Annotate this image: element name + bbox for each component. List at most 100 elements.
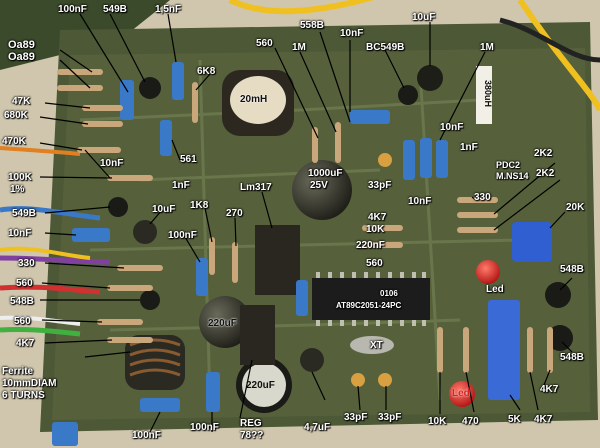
label-10uf-top: 10uF bbox=[412, 12, 436, 23]
label-100nf-mid: 100nF bbox=[168, 230, 197, 241]
transistor-549b-top bbox=[139, 77, 161, 99]
label-oa89-2: Oa89 bbox=[8, 51, 35, 63]
label-10uf-mid: 10uF bbox=[152, 204, 176, 215]
label-33pf-b2: 33pF bbox=[378, 412, 402, 423]
label-1k8: 1K8 bbox=[190, 200, 209, 211]
label-reg-1: REG bbox=[240, 418, 262, 429]
label-560-top: 560 bbox=[256, 38, 273, 49]
label-ferrite-1: Ferrite bbox=[2, 366, 34, 377]
transistor-548b-right2 bbox=[547, 325, 573, 351]
trimmer-20k bbox=[512, 222, 552, 262]
label-led-top: Led bbox=[486, 284, 504, 295]
label-470k: 470K bbox=[2, 136, 26, 147]
label-560-l2: 560 bbox=[14, 316, 31, 327]
label-10nf-l2: 10nF bbox=[8, 228, 32, 239]
microcontroller-chip bbox=[312, 272, 430, 326]
lm317-regulator bbox=[255, 225, 300, 295]
label-560-l: 560 bbox=[16, 278, 33, 289]
label-10nf-tr: 10nF bbox=[340, 28, 364, 39]
label-10nf-r2: 10nF bbox=[408, 196, 432, 207]
purple-wire-left bbox=[0, 255, 111, 265]
yellow-wire-right bbox=[517, 0, 600, 112]
label-4-7uf: 4,7uF bbox=[304, 422, 331, 433]
label-20mh: 20mH bbox=[240, 94, 268, 105]
label-led-bottom: Led bbox=[452, 388, 470, 399]
label-548b-r2: 548B bbox=[560, 352, 584, 363]
label-1m-b: 1M bbox=[480, 42, 494, 53]
label-5k: 5K bbox=[508, 414, 521, 425]
label-100nf-top: 100nF bbox=[58, 4, 87, 15]
label-100nf-bm: 100nF bbox=[190, 422, 219, 433]
label-548b-r1: 548B bbox=[560, 264, 584, 275]
label-100k: 100K bbox=[8, 172, 32, 183]
blue-wire-left bbox=[0, 206, 101, 221]
transistor-549b-left bbox=[108, 197, 128, 217]
label-330-r: 330 bbox=[474, 192, 491, 203]
label-220nf: 220nF bbox=[356, 240, 385, 251]
label-pcb-code-2: M.NS14 bbox=[496, 171, 529, 181]
label-1pct: 1% bbox=[10, 184, 25, 195]
cap-220uf-a bbox=[199, 296, 251, 348]
label-549b-top: 549B bbox=[103, 4, 127, 15]
label-xt: XT bbox=[370, 340, 383, 351]
label-4k7-mid: 4K7 bbox=[368, 212, 387, 223]
label-6k8: 6K8 bbox=[197, 66, 216, 77]
label-hand-note: 380uH bbox=[483, 79, 494, 108]
label-10k-mid: 10K bbox=[366, 224, 385, 235]
ferrite-coil bbox=[125, 335, 185, 390]
green-wire-left bbox=[0, 326, 81, 337]
reg-78xx bbox=[240, 305, 275, 365]
label-2k2-a: 2K2 bbox=[534, 148, 553, 159]
cap-10uf-mid bbox=[133, 220, 157, 244]
label-1m-a: 1M bbox=[292, 42, 306, 53]
label-10k-b: 10K bbox=[428, 416, 447, 427]
label-pcb-code-1: PDC2 bbox=[496, 160, 521, 170]
label-33pf-mid: 33pF bbox=[368, 180, 392, 191]
label-560-mid: 560 bbox=[366, 258, 383, 269]
label-4k7-l: 4K7 bbox=[16, 338, 35, 349]
label-chip-1: AT89C2051-24PC bbox=[336, 301, 402, 310]
label-4k7-b1: 4K7 bbox=[540, 384, 559, 395]
inductor-20mh bbox=[222, 70, 294, 136]
red-wire-left bbox=[0, 284, 101, 295]
cap-47uf bbox=[300, 348, 324, 372]
transistor-548b-left bbox=[140, 290, 160, 310]
label-47k: 47K bbox=[12, 96, 31, 107]
cap-1000uf bbox=[292, 160, 352, 220]
label-10nf-r1: 10nF bbox=[440, 122, 464, 133]
ceramic-caps bbox=[351, 153, 392, 387]
yellow-wire-top bbox=[228, 0, 374, 15]
label-20k: 20K bbox=[566, 202, 585, 213]
label-1nf-l: 1nF bbox=[172, 180, 190, 191]
label-ferrite-3: 6 TURNS bbox=[2, 390, 45, 401]
label-ferrite-2: 10mmDIAM bbox=[2, 378, 57, 389]
label-561: 561 bbox=[180, 154, 197, 165]
label-270: 270 bbox=[226, 208, 243, 219]
label-25v: 25V bbox=[310, 180, 328, 191]
label-549b-l: 549B bbox=[12, 208, 36, 219]
blue-capacitors bbox=[52, 62, 448, 446]
label-4k7-b2: 4K7 bbox=[534, 414, 553, 425]
label-100nf-bl: 100nF bbox=[132, 430, 161, 441]
label-680k: 680K bbox=[4, 110, 28, 121]
label-330-l: 330 bbox=[18, 258, 35, 269]
label-reg-2: 78?? bbox=[240, 430, 264, 441]
crystal-xt bbox=[350, 336, 394, 354]
label-558b: 558B bbox=[300, 20, 324, 31]
label-bc549b: BC549B bbox=[366, 42, 405, 53]
label-10nf-l: 10nF bbox=[100, 158, 124, 169]
label-lm317: Lm317 bbox=[240, 182, 272, 193]
transistor-bc549b bbox=[398, 85, 418, 105]
resistors bbox=[57, 69, 553, 373]
label-oa89-1: Oa89 bbox=[8, 39, 35, 51]
leader-lines bbox=[39, 13, 573, 433]
orange-wire-left bbox=[0, 146, 81, 156]
label-220uf-a: 220uF bbox=[208, 318, 237, 329]
black-wire-right bbox=[499, 17, 600, 63]
label-chip-2: 0106 bbox=[380, 289, 398, 298]
cap-10uf-top bbox=[417, 65, 443, 91]
label-1nf-r: 1nF bbox=[460, 142, 478, 153]
led-top bbox=[476, 260, 500, 284]
